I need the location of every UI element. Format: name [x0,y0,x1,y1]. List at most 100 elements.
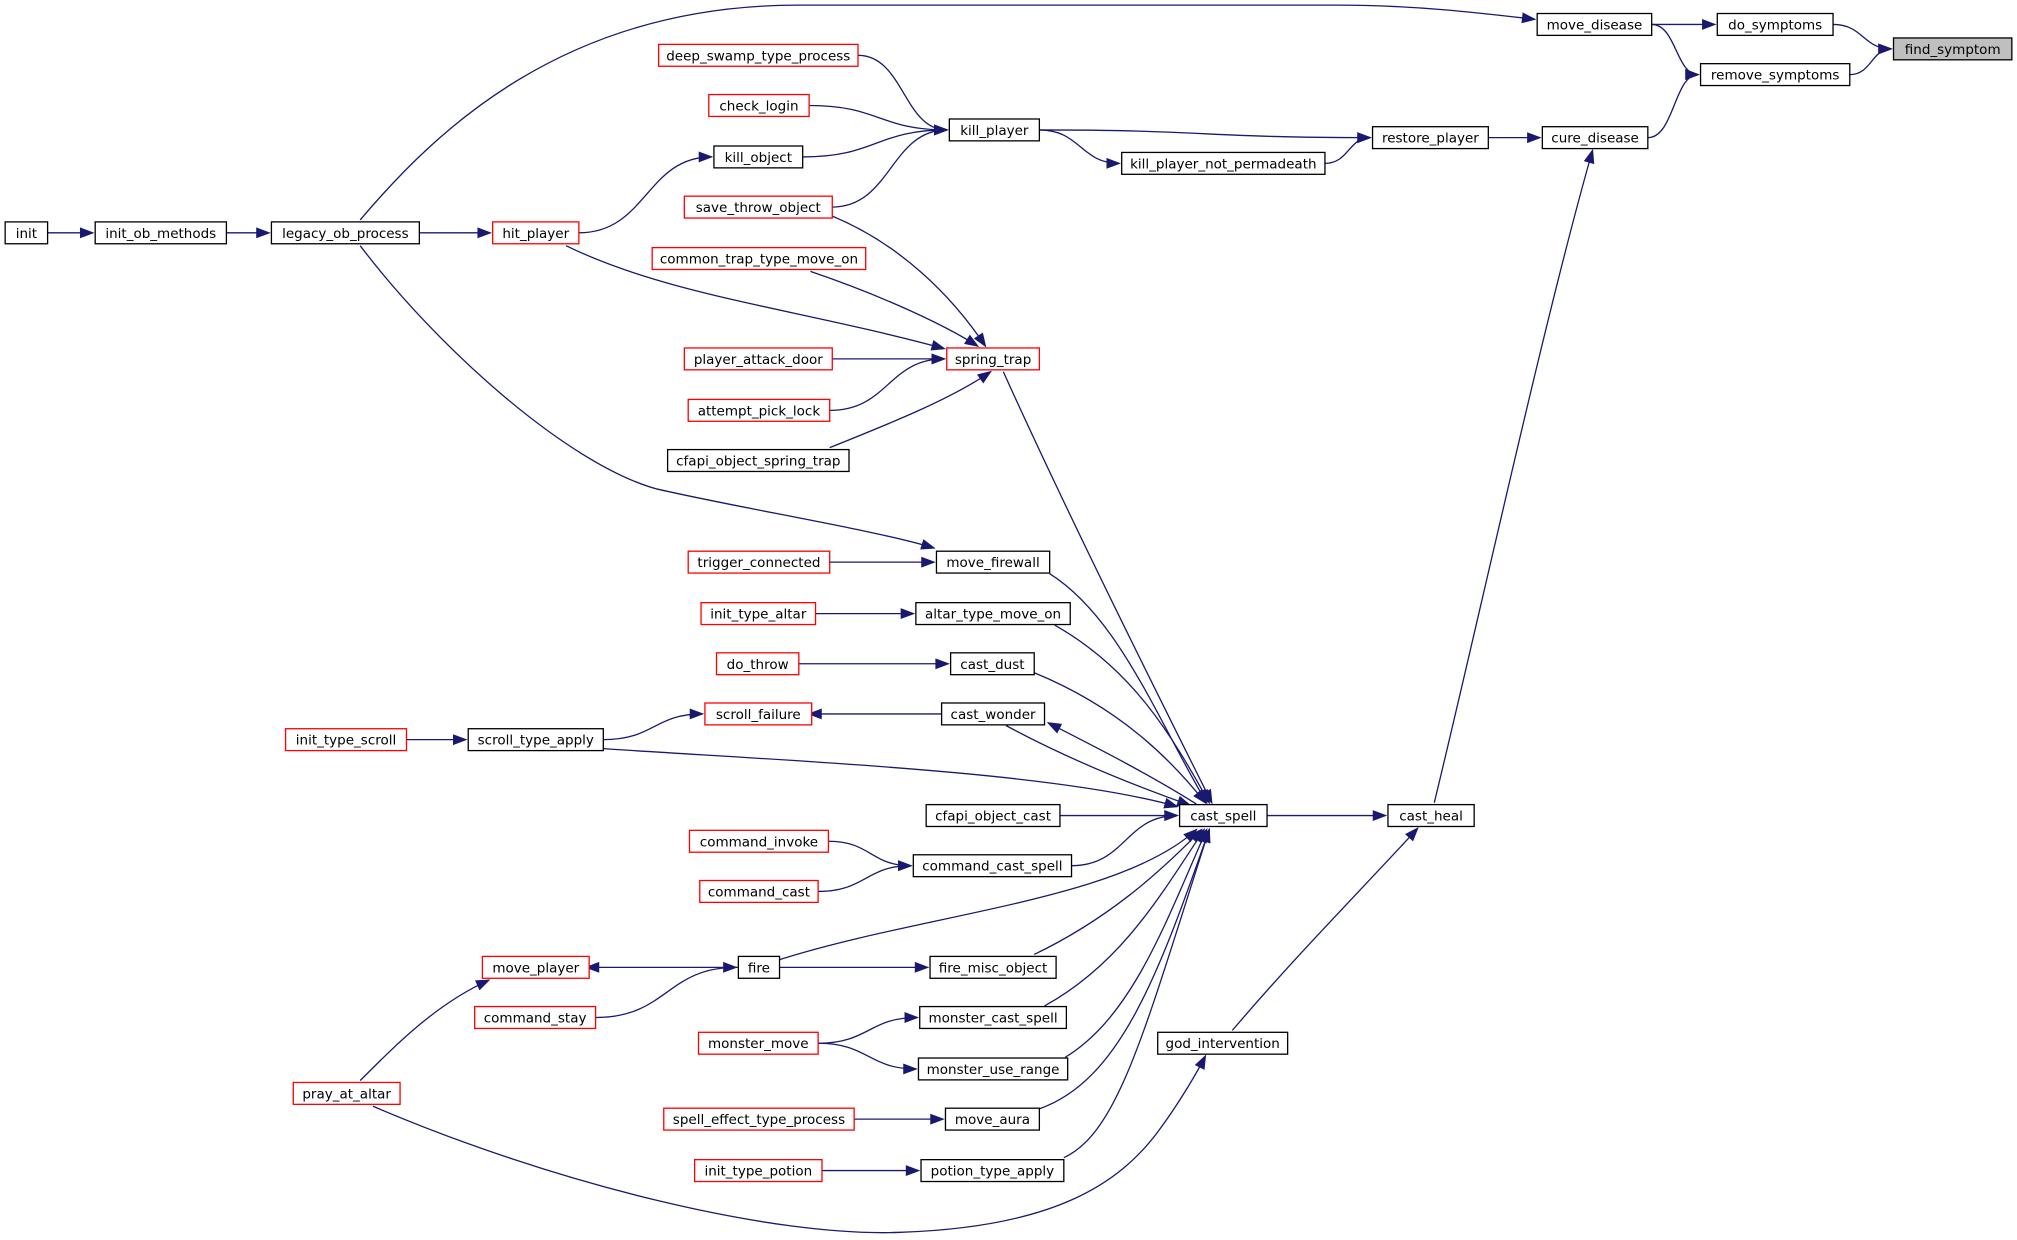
node-cfapi-object-spring-trap[interactable]: cfapi_object_spring_trap [666,448,850,473]
edge-line [1049,573,1208,804]
node-attempt-pick-lock[interactable]: attempt_pick_lock [687,398,831,422]
edge-fire-to-move_player [584,961,739,973]
node-move-disease[interactable]: move_disease [1536,12,1653,37]
node-command-invoke[interactable]: command_invoke [688,829,830,853]
edge-spell_effect_type_process-to-move_aura [854,1113,945,1125]
node-box [920,1159,1065,1183]
node-init-ob-methods[interactable]: init_ob_methods [94,221,228,245]
node-check-login[interactable]: check_login [708,93,810,118]
node-cast-spell[interactable]: cast_spell [1178,803,1268,828]
node-box [929,955,1057,979]
arrowhead-icon [698,151,714,163]
node-command-stay[interactable]: command_stay [474,1005,597,1030]
node-command-cast[interactable]: command_cast [699,879,819,904]
node-scroll-type-apply[interactable]: scroll_type_apply [467,728,604,752]
node-box [919,1005,1068,1030]
node-init-type-altar[interactable]: init_type_altar [700,602,817,626]
edge-line [832,129,947,208]
edge-line [565,245,945,350]
edge-cfapi_object_cast-to-cast_spell [1059,810,1179,821]
node-kill-object[interactable]: kill_object [713,145,804,169]
node-move-firewall[interactable]: move_firewall [935,550,1051,574]
arrowhead-icon [1405,827,1419,842]
node-god-intervention[interactable]: god_intervention [1157,1031,1289,1055]
node-label: player_attack_door [694,352,823,368]
arrowhead-icon [1685,69,1700,81]
node-box [1371,126,1489,150]
node-remove-symptoms[interactable]: remove_symptoms [1699,63,1851,87]
edge-player_attack_door-to-spring_trap [832,353,947,365]
node-spring-trap[interactable]: spring_trap [946,347,1041,371]
node-command-cast-spell[interactable]: command_cast_spell [912,854,1073,878]
node-move-aura[interactable]: move_aura [944,1107,1041,1131]
arrowhead-icon [914,961,930,973]
edge-line [829,371,991,449]
node-label: move_player [492,960,579,976]
node-trigger-connected[interactable]: trigger_connected [687,550,831,574]
edge-command_cast_spell-to-cast_spell [1071,810,1179,867]
edge-check_login-to-kill_player [809,104,949,136]
arrowhead-icon [723,961,738,973]
node-player-attack-door[interactable]: player_attack_door [683,347,833,371]
node-fire[interactable]: fire [737,955,781,979]
node-box [700,602,817,626]
edge-cast_wonder-to-cast_spell [1005,724,1192,807]
node-box [683,195,833,219]
node-kill-player-not-permadeath[interactable]: kill_player_not_permadeath [1121,151,1326,175]
node-cast-dust[interactable]: cast_dust [949,652,1035,676]
node-init-type-scroll[interactable]: init_type_scroll [284,728,408,752]
node-common-trap-type-move-on[interactable]: common_trap_type_move_on [651,246,867,271]
node-legacy-ob-process[interactable]: legacy_ob_process [270,221,421,245]
arrowhead-icon [930,340,946,351]
node-do-symptoms[interactable]: do_symptoms [1716,12,1834,37]
node-init-type-potion[interactable]: init_type_potion [693,1159,823,1183]
node-move-player[interactable]: move_player [481,955,590,979]
arrowhead-icon [977,370,993,384]
edge-line [1054,624,1210,803]
node-box [292,1081,401,1105]
edge-cast_spell-to-cast_wonder [1046,722,1197,805]
edge-common_trap_type_move_on-to-spring_trap [810,270,980,348]
node-init[interactable]: init [4,221,49,245]
arrowhead-icon [973,332,987,348]
node-cast-heal[interactable]: cast_heal [1387,803,1475,828]
node-cast-wonder[interactable]: cast_wonder [940,702,1046,726]
edge-scroll_type_apply-to-cast_spell [603,748,1179,809]
node-find-symptom[interactable]: find_symptom [1892,37,2013,61]
node-monster-move[interactable]: monster_move [697,1031,819,1055]
edge-monster_move-to-monster_use_range [818,1042,918,1075]
node-altar-type-move-on[interactable]: altar_type_move_on [915,602,1071,626]
node-monster-cast-spell[interactable]: monster_cast_spell [919,1005,1068,1030]
node-spell-effect-type-process[interactable]: spell_effect_type_process [663,1107,855,1131]
node-restore-player[interactable]: restore_player [1371,126,1489,150]
node-potion-type-apply[interactable]: potion_type_apply [920,1159,1065,1183]
node-label: command_stay [484,1011,587,1027]
node-fire-misc-object[interactable]: fire_misc_object [929,955,1057,979]
edge-restore_player-to-cure_disease [1488,132,1542,144]
node-deep-swamp-type-process[interactable]: deep_swamp_type_process [657,43,859,67]
node-save-throw-object[interactable]: save_throw_object [683,195,833,219]
node-do-throw[interactable]: do_throw [715,652,800,676]
edge-line [1048,722,1197,805]
arrowhead-icon [905,1165,921,1177]
node-cfapi-object-cast[interactable]: cfapi_object_cast [925,803,1061,828]
node-box [693,1159,823,1183]
edge-line [1033,829,1202,956]
node-label: command_invoke [700,834,818,850]
node-label: attempt_pick_lock [698,403,821,419]
node-kill-player[interactable]: kill_player [948,118,1041,142]
node-box [944,1107,1041,1131]
edge-line [372,1055,1206,1234]
edge-command_cast-to-command_cast_spell [818,860,913,893]
edge-hit_player-to-spring_trap [565,245,946,351]
node-box [925,803,1061,828]
node-scroll-failure[interactable]: scroll_failure [704,702,813,726]
node-cure-disease[interactable]: cure_disease [1541,126,1649,150]
node-hit-player[interactable]: hit_player [492,221,580,245]
node-monster-use-range[interactable]: monster_use_range [917,1057,1069,1081]
node-pray-at-altar[interactable]: pray_at_altar [292,1081,401,1105]
node-label: remove_symptoms [1711,68,1840,84]
arrowhead-icon [475,979,491,991]
node-label: do_throw [727,657,789,673]
arrowhead-icon [584,961,600,973]
